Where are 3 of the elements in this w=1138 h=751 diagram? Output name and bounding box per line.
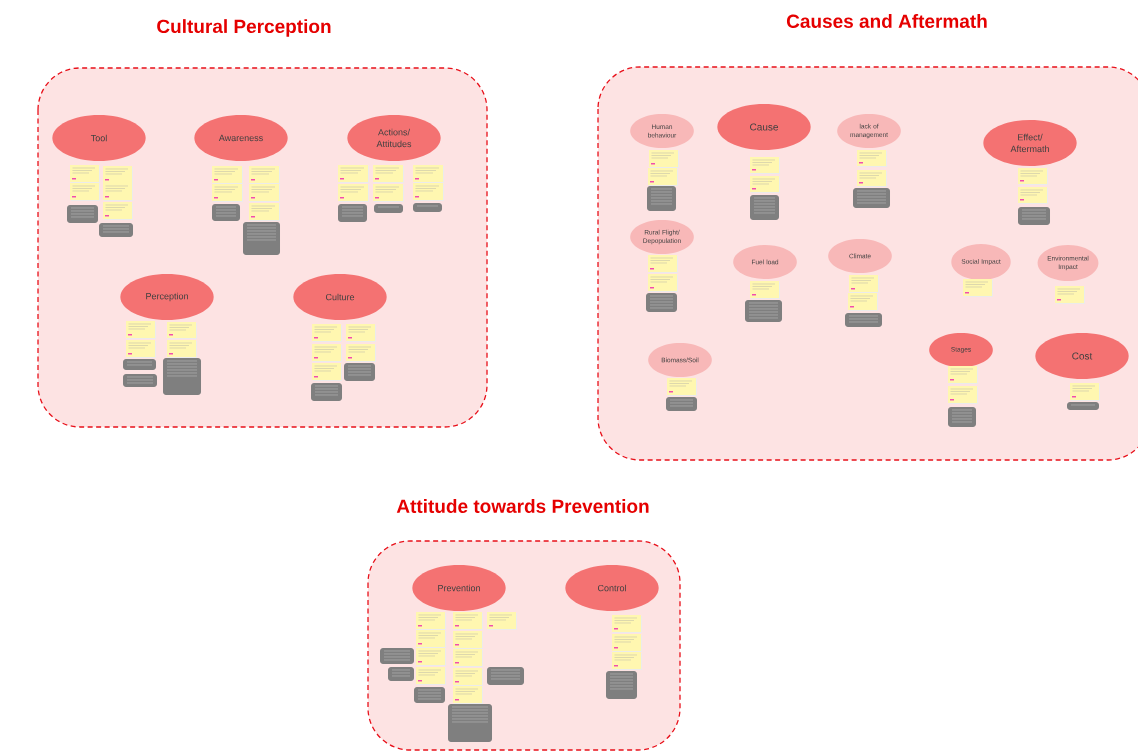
- group-title: Attitude towards Prevention: [396, 499, 649, 513]
- group-title: Cultural Perception: [157, 19, 331, 37]
- group-title: Causes and Aftermath: [786, 14, 987, 28]
